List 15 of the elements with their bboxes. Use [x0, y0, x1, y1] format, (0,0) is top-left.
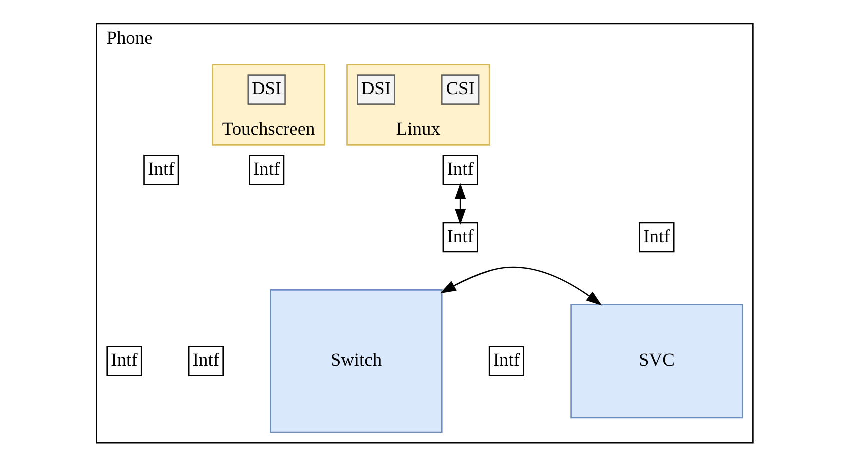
- node-box: Intf: [442, 222, 478, 253]
- node-box: Intf: [442, 155, 478, 186]
- arrow: [440, 266, 602, 306]
- node-box: Intf: [188, 346, 224, 376]
- arrow: [455, 183, 466, 225]
- node-box: Intf: [106, 346, 142, 376]
- node-box: DSI: [357, 74, 396, 105]
- node-box: CSI: [441, 74, 480, 105]
- node-box: Intf: [639, 222, 675, 253]
- node-box: DSI: [248, 74, 286, 105]
- node-box: Switch: [270, 290, 443, 434]
- node-box: Intf: [249, 155, 285, 186]
- node-box: Intf: [488, 346, 524, 376]
- node-box: SVC: [570, 304, 744, 419]
- node-box: Intf: [144, 155, 180, 186]
